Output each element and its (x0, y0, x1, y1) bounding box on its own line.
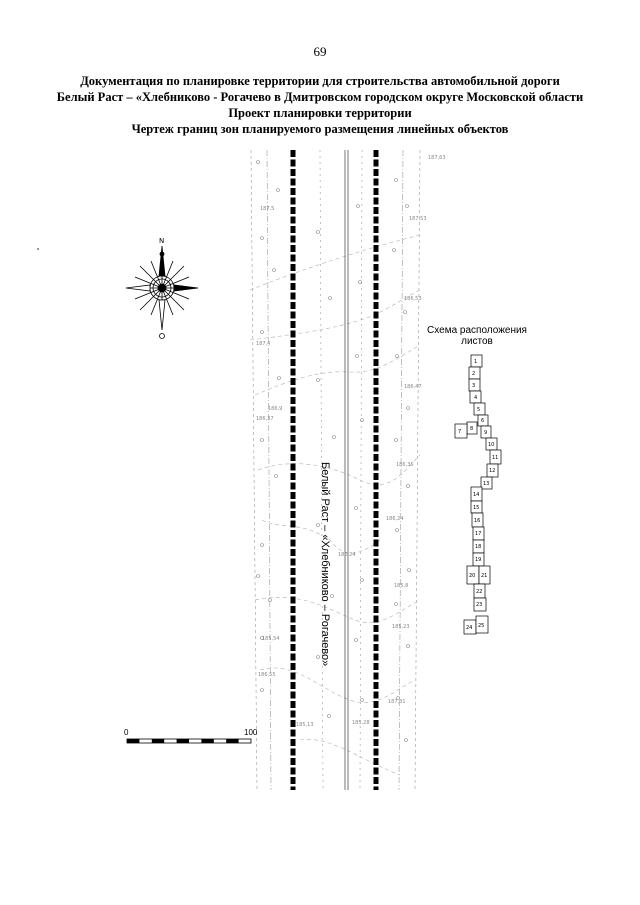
sheet-number: 23 (476, 602, 482, 608)
sheet-number: 2 (472, 371, 475, 377)
sheet-number: 3 (472, 383, 475, 389)
sheet-number: 16 (474, 518, 480, 524)
survey-points (256, 160, 411, 742)
sheet-number: 19 (475, 557, 481, 563)
title-line-3: Проект планировки территории (228, 106, 412, 120)
elevation-mark: 187,53 (409, 216, 427, 222)
elevation-mark: 186,35 (396, 462, 414, 468)
page-number: 69 (313, 44, 327, 59)
title-line-1: Документация по планировке территории дл… (80, 74, 560, 88)
sheet-number: 12 (489, 468, 495, 474)
sheet-number: 21 (481, 573, 487, 579)
elevation-mark: 187,4 (256, 341, 270, 347)
elevation-mark: 185,23 (392, 624, 410, 630)
elevation-mark: 186,24 (338, 552, 356, 558)
elevation-mark: 185,13 (296, 722, 314, 728)
sheet-number: 5 (477, 407, 480, 413)
compass-north-label: N (159, 237, 164, 245)
road-label: Белый Раст – «Хлебниково – Рогачево» (319, 462, 331, 666)
sheet-number: 15 (473, 505, 479, 511)
elevation-mark: 187,63 (428, 155, 446, 161)
key-map-title-line2: листов (461, 336, 493, 347)
contour-lines (249, 234, 421, 776)
scale-bar: 0 100 (124, 728, 258, 744)
compass-rose: N (125, 237, 199, 339)
survey-lines (250, 149, 421, 791)
sheet-number: 25 (478, 623, 484, 629)
elevation-mark: 186,55 (258, 672, 276, 678)
key-map-sheet-numbers: 1 2 3 4 5 6 7 8 9 10 11 12 13 14 15 16 1… (458, 359, 498, 631)
title-line-4: Чертеж границ зон планируемого размещени… (131, 122, 509, 136)
sheet-number: 6 (481, 418, 484, 424)
sheet-number: 8 (470, 426, 473, 432)
elevation-mark: 185,8 (394, 583, 408, 589)
sheet-number: 17 (475, 531, 481, 537)
sheet-number: 11 (492, 455, 498, 461)
sheet-number: 1 (474, 359, 477, 365)
elevation-mark: 187,5 (260, 206, 274, 212)
title-line-2: Белый Раст – «Хлебниково - Рогачево в Дм… (56, 90, 584, 104)
elevation-mark: 186,24 (386, 516, 404, 522)
compass-icon (125, 245, 199, 339)
sheet-number: 10 (488, 442, 494, 448)
document-title: Документация по планировке территории дл… (30, 73, 610, 137)
sheet-number: 24 (466, 625, 472, 631)
key-map-title-line1: Схема расположения (427, 325, 527, 336)
margin-dot (37, 248, 39, 250)
sheet-number: 13 (483, 481, 489, 487)
elevation-mark: 187,31 (388, 699, 406, 705)
zone-boundaries (290, 150, 379, 790)
sheet-number: 4 (474, 395, 477, 401)
scale-bar-end: 100 (244, 728, 258, 737)
elevation-marks: 187,63 187,53 187,5 187,4 186,53 186,47 … (256, 155, 446, 728)
elevation-mark: 186,9 (268, 406, 282, 412)
sheet-number: 18 (475, 544, 481, 550)
sheet-number: 22 (476, 589, 482, 595)
scale-bar-start: 0 (124, 728, 129, 737)
elevation-mark: 185,54 (262, 636, 280, 642)
elevation-mark: 186,37 (256, 416, 274, 422)
sheet-number: 20 (469, 573, 475, 579)
elevation-mark: 186,53 (404, 296, 422, 302)
sheet-number: 7 (458, 429, 461, 435)
sheet-number: 14 (473, 492, 479, 498)
road-centerline (344, 150, 349, 790)
elevation-mark: 186,47 (404, 384, 422, 390)
key-map-sheets (454, 354, 502, 635)
sheet-number: 9 (484, 430, 487, 436)
elevation-mark: 185,28 (352, 720, 370, 726)
sheet-layout-scheme: Схема расположения листов (427, 325, 527, 635)
